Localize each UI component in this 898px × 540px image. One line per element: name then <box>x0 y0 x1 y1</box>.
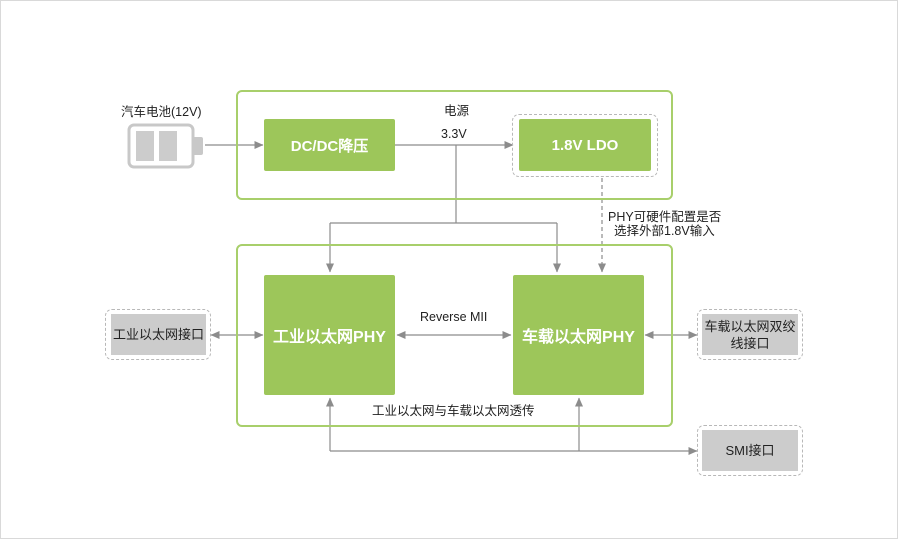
industrial-port-frame <box>105 309 211 360</box>
twisted-pair-port-frame <box>697 309 803 360</box>
automotive-ethernet-phy-block: 车载以太网PHY <box>513 275 644 395</box>
voltage-label: 3.3V <box>441 127 467 141</box>
twisted-pair-port-line1: 车载以太网双绞 <box>704 318 796 334</box>
smi-port-frame <box>697 425 803 476</box>
phy-select-label-line1: PHY可硬件配置是否 <box>608 210 722 224</box>
ldo-optional-frame <box>512 114 658 177</box>
twisted-pair-port-line2: 线接口 <box>730 335 770 351</box>
battery-label: 汽车电池(12V) <box>121 105 202 119</box>
automotive-twisted-pair-port: 车载以太网双绞 线接口 <box>702 314 798 355</box>
power-label: 电源 <box>444 104 470 118</box>
dcdc-buck-block: DC/DC降压 <box>264 119 395 171</box>
phy-group-frame <box>236 244 673 427</box>
phy-select-label-line2: 选择外部1.8V输入 <box>614 224 715 238</box>
battery-icon <box>127 123 203 169</box>
industrial-ethernet-port: 工业以太网接口 <box>111 314 206 355</box>
smi-port: SMI接口 <box>702 430 798 471</box>
ldo-block: 1.8V LDO <box>519 119 651 171</box>
power-group-frame <box>236 90 673 200</box>
passthrough-label: 工业以太网与车载以太网透传 <box>372 404 535 418</box>
reverse-mii-label: Reverse MII <box>420 310 488 324</box>
industrial-ethernet-phy-block: 工业以太网PHY <box>264 275 395 395</box>
